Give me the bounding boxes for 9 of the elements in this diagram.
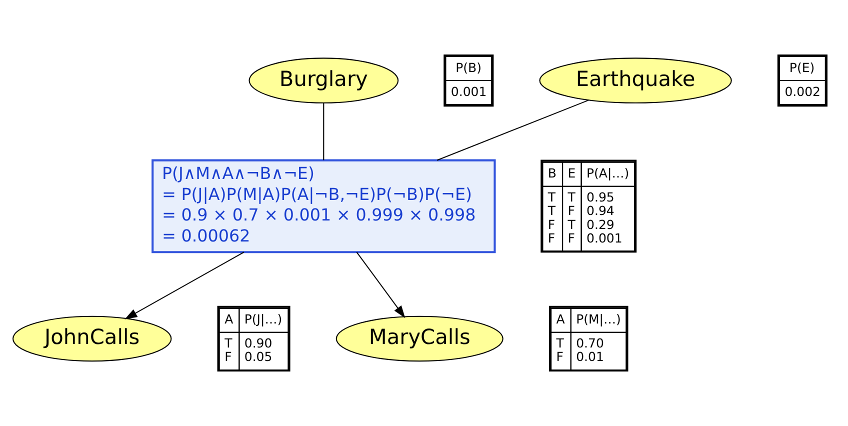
arrow	[124, 252, 244, 320]
node-ellipse: MaryCalls	[335, 316, 503, 362]
connector	[322, 102, 324, 160]
node-box: P(J∧M∧A∧¬B∧¬E) = P(J|A)P(M|A)P(A|¬B,¬E)P(¬B)P(¬E) = 0.9 × 0.7 × 0.001 × 0.999 × 0.998 = 0.00062	[151, 159, 496, 254]
node-ellipse: JohnCalls	[12, 316, 172, 362]
arrow	[356, 252, 405, 318]
node-ellipse: Earthquake	[538, 58, 732, 104]
node-ellipse: Burglary	[248, 58, 398, 104]
connector	[436, 99, 589, 161]
